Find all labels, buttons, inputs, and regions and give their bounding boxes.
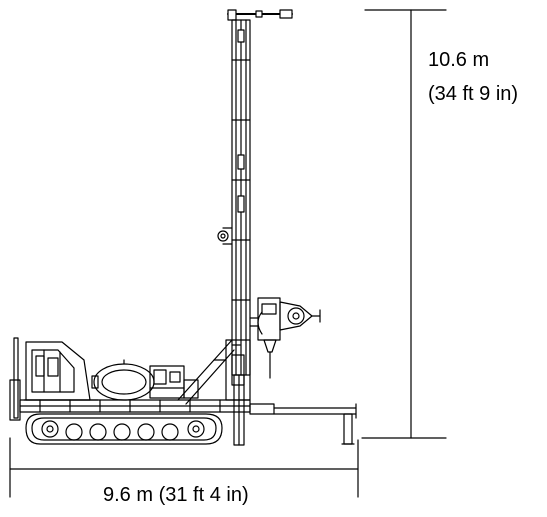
height-dimension-lines (361, 9, 447, 439)
drill-head (249, 297, 321, 379)
rear-outrigger (249, 403, 357, 445)
fluid-tank (91, 359, 155, 401)
width-dimension-label: 9.6 m (31 ft 4 in) (103, 484, 249, 506)
chassis-deck (19, 399, 251, 413)
operator-cab (9, 337, 99, 421)
height-metric-label: 10.6 m (428, 49, 490, 71)
width-dimension-lines (9, 437, 359, 498)
drill-mast (217, 9, 293, 446)
crawler-track (25, 413, 223, 445)
engine-unit (149, 365, 199, 399)
height-imperial-label: (34 ft 9 in) (428, 83, 519, 105)
